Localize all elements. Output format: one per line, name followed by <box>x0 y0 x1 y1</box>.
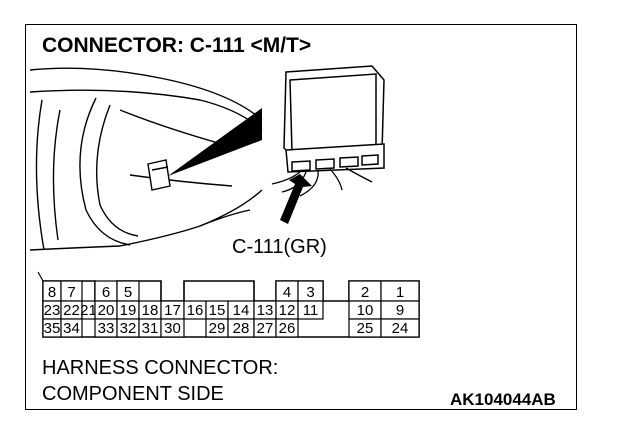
pin-number: 34 <box>63 320 80 337</box>
pin-number: 9 <box>396 302 404 319</box>
pin-number: 20 <box>98 302 115 319</box>
pin-number: 33 <box>98 320 115 337</box>
pin-cell <box>297 300 324 320</box>
pin-number: 32 <box>120 320 137 337</box>
pin-grid-tick <box>37 271 44 282</box>
callout-wedge <box>168 108 262 176</box>
harness-label-line1: HARNESS CONNECTOR: <box>42 357 279 379</box>
document-id: AK104044AB <box>450 390 556 409</box>
pin-cell <box>160 318 185 338</box>
pin-number: 8 <box>48 284 56 301</box>
pin-number: 3 <box>306 284 314 301</box>
pin-number: 29 <box>209 320 226 337</box>
pin-number: 24 <box>392 320 409 337</box>
pin-number: 28 <box>233 320 250 337</box>
dashboard-illustration <box>29 67 263 251</box>
pointer-arrow <box>280 174 312 224</box>
pin-cell <box>275 318 299 338</box>
pin-number: 31 <box>142 320 159 337</box>
ecu-wiring <box>271 167 373 197</box>
pin-number: 23 <box>44 302 61 319</box>
pin-number: 15 <box>209 302 226 319</box>
dash-connector-marker <box>147 159 171 191</box>
pin-number: 6 <box>102 284 110 301</box>
pin-cell <box>380 318 420 338</box>
pin-number: 26 <box>279 320 296 337</box>
pin-number: 14 <box>233 302 250 319</box>
pin-number: 18 <box>142 302 159 319</box>
pin-number: 7 <box>67 284 75 301</box>
pin-cell <box>60 318 83 338</box>
pin-number: 1 <box>396 284 404 301</box>
ecu-module <box>283 65 385 173</box>
pin-number: 11 <box>303 302 319 319</box>
pin-number: 10 <box>357 302 374 319</box>
pin-number: 25 <box>357 320 374 337</box>
pin-number: 17 <box>164 302 181 319</box>
harness-label-line2: COMPONENT SIDE <box>42 383 224 405</box>
pin-number: 22 <box>63 302 80 319</box>
diagram-title: CONNECTOR: C-111 <M/T> <box>42 34 312 57</box>
connector-label: C-111(GR) <box>232 236 327 258</box>
pin-number: 5 <box>124 284 132 301</box>
pin-number: 21 <box>80 302 97 319</box>
pin-number: 27 <box>257 320 274 337</box>
pin-number: 16 <box>187 302 204 319</box>
pin-number: 2 <box>361 284 369 301</box>
pin-number: 13 <box>257 302 274 319</box>
pin-number: 4 <box>283 284 291 301</box>
pin-number: 30 <box>164 320 181 337</box>
pin-number: 12 <box>279 302 296 319</box>
pin-number: 19 <box>120 302 137 319</box>
pin-number: 35 <box>44 320 61 337</box>
